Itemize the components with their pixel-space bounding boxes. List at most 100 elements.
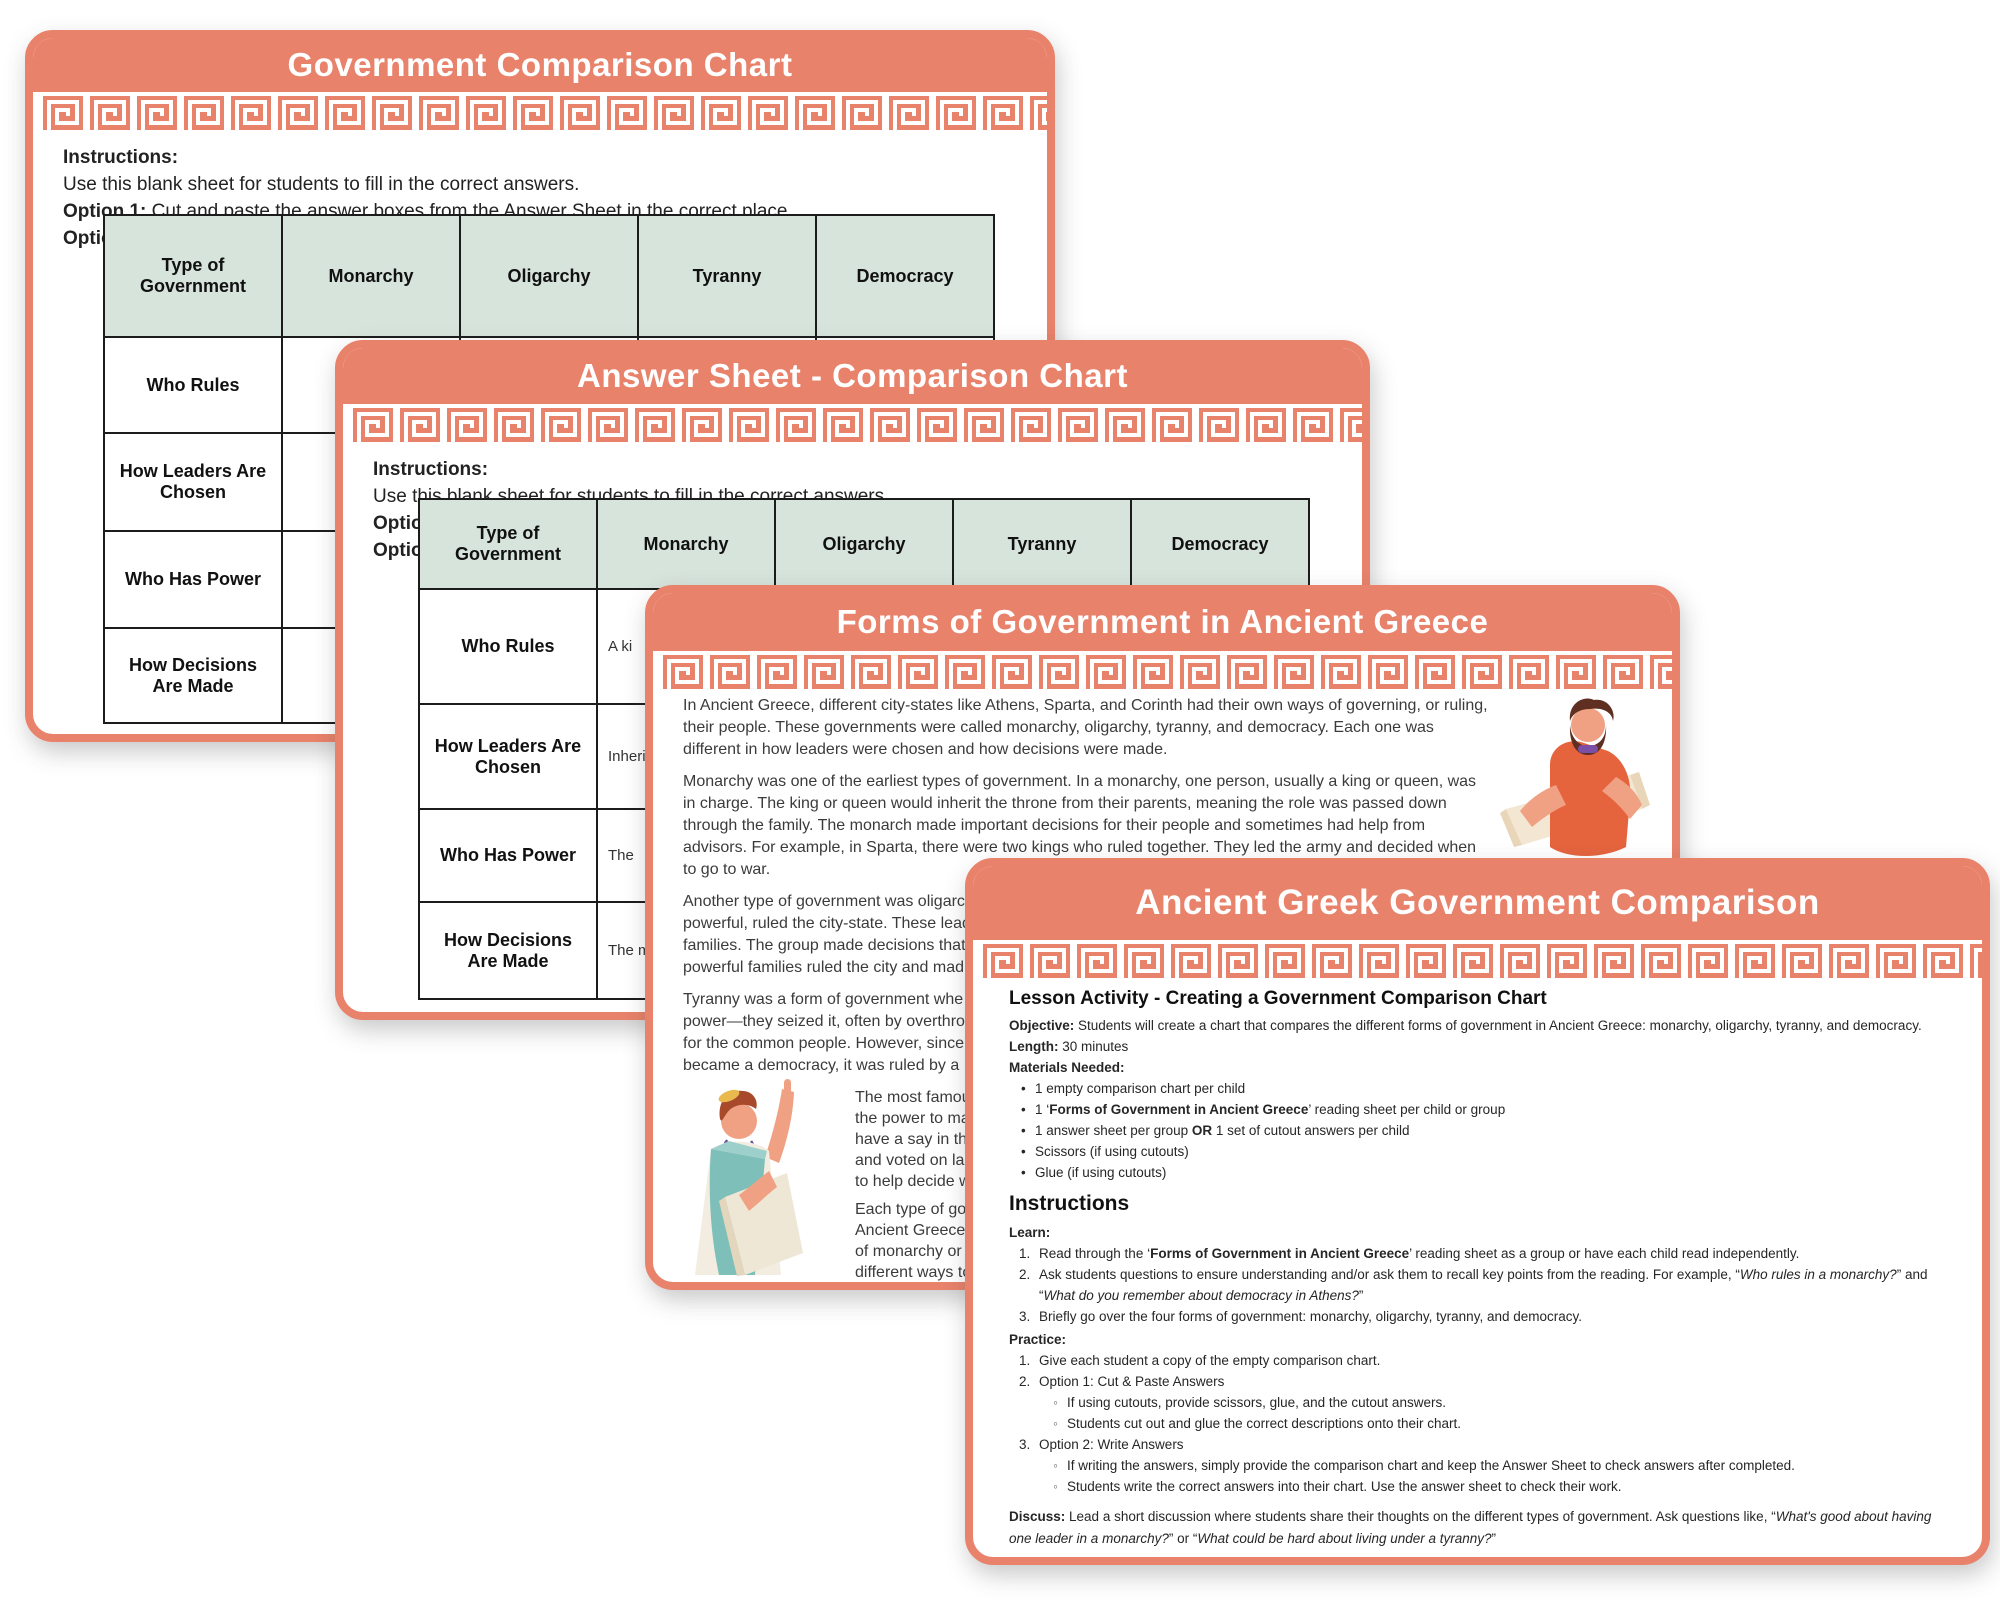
greek-key-border <box>343 404 1362 444</box>
greek-key-tile <box>804 655 844 689</box>
row-label-how-leaders-are-chosen: How Leaders Are Chosen <box>103 432 283 532</box>
page-title: Forms of Government in Ancient Greece <box>653 593 1672 651</box>
greek-key-tile <box>1970 944 1982 978</box>
greek-key-tile <box>682 408 722 442</box>
greek-key-tile <box>729 408 769 442</box>
column-header-monarchy: Monarchy <box>281 214 461 338</box>
practice-label: Practice: <box>1009 1332 1067 1347</box>
paragraph-intro: In Ancient Greece, different city-states… <box>683 697 1488 758</box>
greek-key-tile <box>1735 944 1775 978</box>
greek-key-tile <box>654 96 694 130</box>
column-header-monarchy: Monarchy <box>596 498 776 590</box>
greek-key-tile <box>278 96 318 130</box>
practice-list: Give each student a copy of the empty co… <box>1009 1350 1946 1497</box>
reading-text: In Ancient Greece, different city-states… <box>653 691 1672 1077</box>
greek-key-tile <box>1030 96 1047 130</box>
greek-key-tile <box>1876 944 1916 978</box>
greek-key-tile <box>898 655 938 689</box>
column-header-type-of-government: Type of Government <box>418 498 598 590</box>
greek-key-tile <box>1039 655 1079 689</box>
list-item: Glue (if using cutouts) <box>1009 1162 1946 1183</box>
sub-list-item: If using cutouts, provide scissors, glue… <box>1009 1392 1946 1413</box>
greek-key-tile <box>635 408 675 442</box>
list-item: 1 ‘Forms of Government in Ancient Greece… <box>1009 1099 1946 1120</box>
lesson-activity-heading: Lesson Activity - Creating a Government … <box>1009 988 1547 1009</box>
sub-list-item: Students write the correct answers into … <box>1009 1476 1946 1497</box>
greek-key-tile <box>419 96 459 130</box>
greek-key-tile <box>1509 655 1549 689</box>
greek-key-tile <box>945 655 985 689</box>
greek-key-tile <box>231 96 271 130</box>
column-header-oligarchy: Oligarchy <box>459 214 639 338</box>
greek-key-tile <box>1547 944 1587 978</box>
list-item: Ask students questions to ensure underst… <box>1019 1264 1928 1303</box>
list-item: Give each student a copy of the empty co… <box>1019 1350 1381 1371</box>
greek-key-tile <box>663 655 703 689</box>
length-line: Length: 30 minutes <box>1009 1039 1129 1054</box>
greek-key-tile <box>1058 408 1098 442</box>
row-label-how-decisions-are-made: How Decisions Are Made <box>418 901 598 1000</box>
greek-key-tile <box>917 408 957 442</box>
greek-key-tile <box>823 408 863 442</box>
greek-key-tile <box>607 96 647 130</box>
greek-key-tile <box>1246 408 1286 442</box>
table-header-row: Type of Government Monarchy Oligarchy Ty… <box>418 498 1310 590</box>
list-item: Option 2: Write Answers <box>1019 1434 1184 1455</box>
greek-key-tile <box>1105 408 1145 442</box>
greek-key-tile <box>513 96 553 130</box>
list-item: 1 answer sheet per group OR 1 set of cut… <box>1009 1120 1946 1141</box>
column-header-type-of-government: Type of Government <box>103 214 283 338</box>
discuss-paragraph: Discuss: Lead a short discussion where s… <box>1009 1509 1932 1546</box>
instructions-heading: Instructions <box>1009 1192 1130 1215</box>
greek-key-tile <box>1415 655 1455 689</box>
greek-key-tile <box>1124 944 1164 978</box>
greek-key-tile <box>1152 408 1192 442</box>
greek-key-tile <box>1265 944 1305 978</box>
greek-key-tile <box>137 96 177 130</box>
objective-line: Objective: Students will create a chart … <box>1009 1018 1922 1033</box>
greek-key-tile <box>494 408 534 442</box>
greek-key-tile <box>936 96 976 130</box>
greek-key-tile <box>447 408 487 442</box>
learn-list: Read through the ‘Forms of Government in… <box>1009 1243 1946 1327</box>
greek-key-tile <box>43 96 83 130</box>
greek-key-tile <box>1077 944 1117 978</box>
greek-key-tile <box>1368 655 1408 689</box>
paragraph-tyranny: Tyranny was a form of government whe pow… <box>683 991 977 1074</box>
greek-key-tile <box>1293 408 1333 442</box>
list-item: Briefly go over the four forms of govern… <box>1019 1306 1582 1327</box>
greek-key-tile <box>1321 655 1361 689</box>
greek-key-tile <box>1180 655 1220 689</box>
sub-list-item: Students cut out and glue the correct de… <box>1009 1413 1946 1434</box>
greek-key-tile <box>1782 944 1822 978</box>
greek-key-tile <box>588 408 628 442</box>
greek-key-border <box>653 651 1672 691</box>
paragraph-democracy: The most famou the power to ma have a sa… <box>855 1089 971 1190</box>
greek-key-tile <box>1133 655 1173 689</box>
column-header-tyranny: Tyranny <box>952 498 1132 590</box>
greek-key-border <box>33 92 1047 132</box>
greek-key-tile <box>776 408 816 442</box>
greek-key-tile <box>1594 944 1634 978</box>
greek-key-tile <box>325 96 365 130</box>
greek-key-tile <box>1030 944 1070 978</box>
greek-key-tile <box>1086 655 1126 689</box>
greek-orator-pointing-illustration <box>695 1079 803 1276</box>
materials-label: Materials Needed: <box>1009 1060 1125 1075</box>
row-label-how-leaders-are-chosen: How Leaders Are Chosen <box>418 703 598 810</box>
greek-key-tile <box>1829 944 1869 978</box>
page-title: Ancient Greek Government Comparison <box>973 866 1982 940</box>
greek-key-tile <box>710 655 750 689</box>
greek-key-tile <box>748 96 788 130</box>
greek-key-tile <box>851 655 891 689</box>
list-item: Read through the ‘Forms of Government in… <box>1019 1243 1800 1264</box>
recap-paragraph: Recap: Summarize the differences between… <box>1009 1559 1946 1565</box>
greek-key-tile <box>1171 944 1211 978</box>
materials-list: 1 empty comparison chart per child 1 ‘Fo… <box>1009 1078 1946 1183</box>
list-item: Scissors (if using cutouts) <box>1009 1141 1946 1162</box>
greek-key-border <box>973 940 1982 980</box>
greek-key-tile <box>1312 944 1352 978</box>
row-label-how-decisions-are-made: How Decisions Are Made <box>103 627 283 724</box>
greek-key-tile <box>842 96 882 130</box>
